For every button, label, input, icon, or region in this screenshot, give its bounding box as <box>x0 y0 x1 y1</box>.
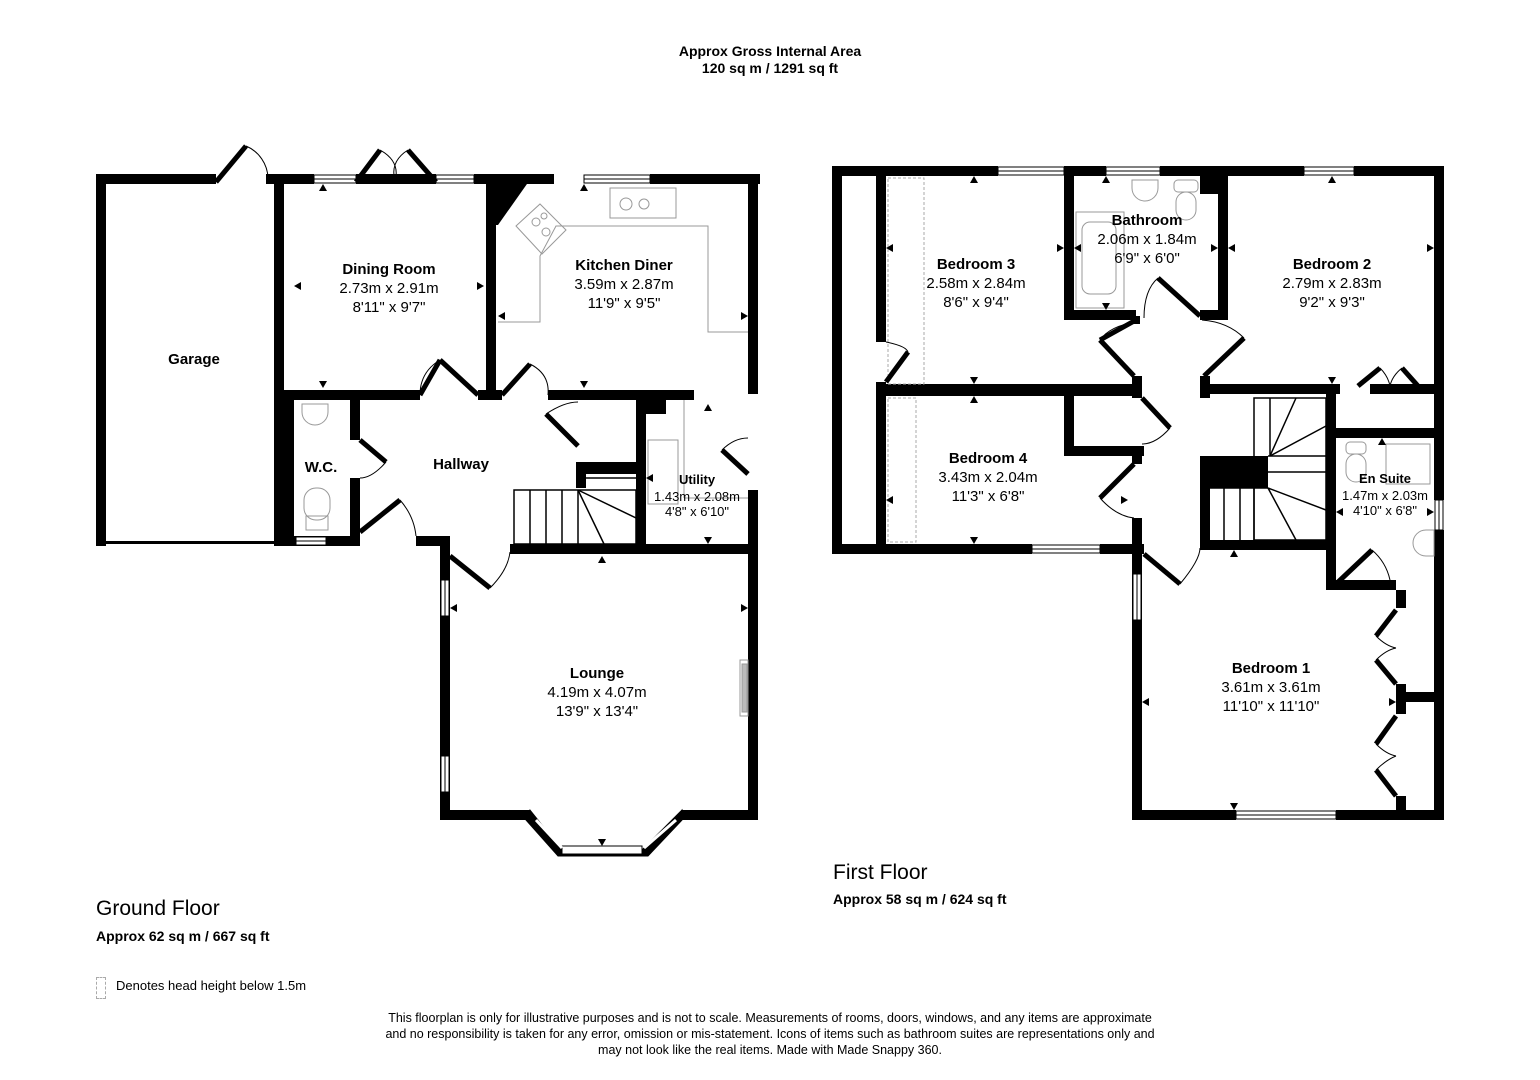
room-dimension-imperial: 11'9" x 9'5" <box>587 295 661 312</box>
room-dimension-imperial: 13'9" x 13'4" <box>555 703 639 720</box>
room-dimension-imperial: 9'2" x 9'3" <box>1299 294 1365 311</box>
ground-floor-door-swings <box>245 145 749 589</box>
room-dimension-imperial: 8'11" x 9'7" <box>352 299 426 316</box>
room-lounge: Lounge 4.19m x 4.07m 13'9" x 13'4" <box>547 664 646 721</box>
first-floor-plan <box>832 166 1444 820</box>
ground-floor-title: Ground Floor <box>96 897 220 920</box>
room-name: Hallway <box>433 456 489 473</box>
room-bedroom-4: Bedroom 4 3.43m x 2.04m 11'3" x 6'8" <box>938 449 1037 506</box>
ground-floor-area: Approx 62 sq m / 667 sq ft <box>96 928 270 944</box>
head-height-legend-text: Denotes head height below 1.5m <box>116 978 307 993</box>
room-bedroom-3: Bedroom 3 2.58m x 2.84m 8'6" x 9'4" <box>926 255 1025 312</box>
room-dimension-metric: 2.06m x 1.84m <box>1097 231 1197 248</box>
room-dimension-metric: 3.61m x 3.61m <box>1221 679 1321 696</box>
room-hallway: Hallway <box>433 455 489 474</box>
room-dimension-metric: 1.43m x 2.08m <box>654 489 740 504</box>
gross-area-total: 120 sq m / 1291 sq ft <box>701 60 839 76</box>
room-name: Utility <box>678 472 716 487</box>
room-name: Bedroom 3 <box>936 256 1016 273</box>
disclaimer-line-1: This floorplan is only for illustrative … <box>388 1011 1152 1025</box>
room-dimension-metric: 3.59m x 2.87m <box>574 276 674 293</box>
first-floor-fixtures <box>1075 179 1435 557</box>
first-floor-head-height-zones <box>887 177 925 543</box>
room-name: Bedroom 4 <box>948 450 1028 467</box>
gross-area-title: Approx Gross Internal Area <box>678 43 862 59</box>
room-name: Dining Room <box>342 261 436 278</box>
room-name: Bedroom 2 <box>1292 256 1372 273</box>
first-floor-doors <box>883 276 1420 798</box>
room-name: W.C. <box>304 459 338 476</box>
room-name: En Suite <box>1358 471 1411 486</box>
room-name: Bathroom <box>1111 212 1183 229</box>
room-bedroom-1: Bedroom 1 3.61m x 3.61m 11'10" x 11'10" <box>1221 659 1320 716</box>
room-dimension-metric: 3.43m x 2.04m <box>938 469 1038 486</box>
first-floor-door-swings <box>885 277 1403 771</box>
room-wc: W.C. <box>305 458 338 477</box>
room-en-suite: En Suite 1.47m x 2.03m 4'10" x 6'8" <box>1342 469 1428 518</box>
first-floor-stairs <box>1210 397 1327 541</box>
ground-floor-windows <box>295 174 683 857</box>
head-height-legend-icon <box>96 977 106 999</box>
room-utility: Utility 1.43m x 2.08m 4'8" x 6'10" <box>654 470 740 519</box>
room-dimension-imperial: 11'3" x 6'8" <box>951 488 1025 505</box>
room-kitchen-diner: Kitchen Diner 3.59m x 2.87m 11'9" x 9'5" <box>574 256 673 313</box>
room-name: Lounge <box>569 665 625 682</box>
disclaimer-line-2: and no responsibility is taken for any e… <box>385 1027 1155 1041</box>
room-dimension-metric: 2.79m x 2.83m <box>1282 275 1382 292</box>
ground-floor-doors <box>214 144 750 590</box>
room-dimension-imperial: 4'8" x 6'10" <box>664 504 730 519</box>
first-floor-windows <box>997 166 1444 820</box>
gross-area-heading: Approx Gross Internal Area 120 sq m / 12… <box>0 43 1540 77</box>
room-garage: Garage <box>168 350 220 369</box>
room-dimension-metric: 4.19m x 4.07m <box>547 684 647 701</box>
ground-floor-fixtures <box>301 187 749 717</box>
room-name: Kitchen Diner <box>575 257 673 274</box>
room-dimension-metric: 1.47m x 2.03m <box>1342 488 1428 503</box>
room-bedroom-2: Bedroom 2 2.79m x 2.83m 9'2" x 9'3" <box>1282 255 1381 312</box>
room-dimension-imperial: 6'9" x 6'0" <box>1114 250 1180 267</box>
room-name: Bedroom 1 <box>1231 660 1311 677</box>
first-floor-measure-arrows <box>886 176 1434 810</box>
room-dimension-imperial: 4'10" x 6'8" <box>1352 503 1418 518</box>
ground-floor-measure-arrows <box>294 184 748 846</box>
ground-floor-stairs <box>513 477 637 545</box>
first-floor-title: First Floor <box>833 861 928 884</box>
room-bathroom: Bathroom 2.06m x 1.84m 6'9" x 6'0" <box>1097 211 1196 268</box>
room-dimension-imperial: 11'10" x 11'10" <box>1222 698 1320 715</box>
room-dimension-imperial: 8'6" x 9'4" <box>943 294 1009 311</box>
disclaimer: This floorplan is only for illustrative … <box>340 1010 1200 1058</box>
room-dimension-metric: 2.58m x 2.84m <box>926 275 1026 292</box>
room-name: Garage <box>168 351 220 368</box>
room-dining-room: Dining Room 2.73m x 2.91m 8'11" x 9'7" <box>339 260 438 317</box>
room-dimension-metric: 2.73m x 2.91m <box>339 280 439 297</box>
first-floor-area: Approx 58 sq m / 624 sq ft <box>833 891 1007 907</box>
disclaimer-line-3: may not look like the real items. Made w… <box>598 1043 942 1057</box>
